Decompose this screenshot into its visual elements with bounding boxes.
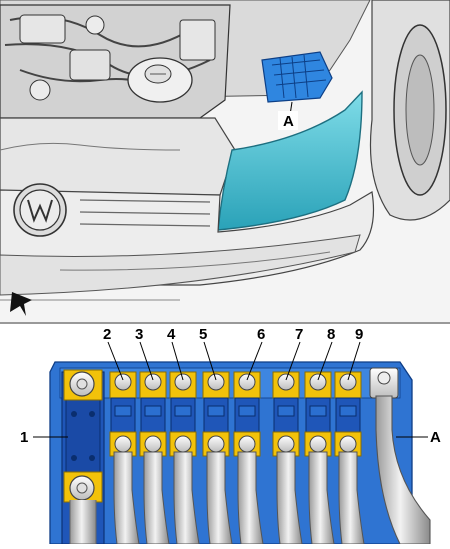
bolt-top-icon [339, 373, 357, 391]
brand-logo-icon [13, 183, 67, 237]
bolt-bottom-icon [339, 435, 357, 453]
right-cable-terminal [369, 367, 431, 545]
bolt-top-icon [207, 373, 225, 391]
bolt-top-icon [174, 373, 192, 391]
fuse-window [238, 405, 256, 417]
bolt-bottom-icon [238, 435, 256, 453]
bolt-bottom-icon [174, 435, 192, 453]
direction-arrow-icon [10, 292, 32, 316]
bolt-top-icon [144, 373, 162, 391]
bolt-bottom-icon [207, 435, 225, 453]
main-fuse-label: 1 [20, 429, 28, 446]
slot-leader-2 [107, 341, 124, 381]
fuse-window [207, 405, 225, 417]
callout-a-box [278, 111, 298, 130]
bolt-bottom-icon [309, 435, 327, 453]
fuse-slot-2 [109, 371, 140, 545]
slot-label-7: 7 [295, 326, 303, 343]
fuse-box-detail [49, 361, 431, 545]
slot-label-6: 6 [257, 326, 265, 343]
slot-leader-6 [246, 341, 263, 381]
engine-bay-fuse-box [261, 51, 333, 103]
slot-leader-3 [139, 341, 154, 381]
fuse-slot-9 [334, 371, 365, 545]
bolt-top-icon [114, 373, 132, 391]
bolt-top-icon [277, 373, 295, 391]
main-fuse-block [61, 369, 105, 545]
fuse-box-a-label: A [430, 429, 441, 446]
fuse-window [144, 405, 162, 417]
slot-leader-5 [203, 341, 217, 381]
slot-label-8: 8 [327, 326, 335, 343]
bolt-top-icon [309, 373, 327, 391]
headlight-highlight [217, 90, 363, 231]
fuse-window [114, 405, 132, 417]
slot-leader-7 [285, 341, 301, 381]
fuse-slot-3 [139, 371, 170, 545]
fuse-slot-8 [304, 371, 335, 545]
bolt-bottom-icon [277, 435, 295, 453]
bolt-bottom-icon [144, 435, 162, 453]
slot-label-2: 2 [103, 326, 111, 343]
bolt-top-icon [238, 373, 256, 391]
fuse-slot-5 [202, 371, 233, 545]
fuse-window [277, 405, 295, 417]
fuse-slot-7 [272, 371, 303, 545]
engine-compartment [0, 4, 231, 119]
slot-label-9: 9 [355, 326, 363, 343]
fuse-slot-6 [233, 371, 264, 545]
bolt-bottom-icon [114, 435, 132, 453]
fuse-window [309, 405, 327, 417]
fuse-slots [109, 371, 365, 545]
slot-leader-8 [317, 341, 333, 381]
fuse-window [174, 405, 192, 417]
slot-label-3: 3 [135, 326, 143, 343]
engine-bay-illustration: A [0, 0, 450, 322]
callout-a-label: A [283, 113, 294, 130]
slot-leader-4 [171, 341, 184, 381]
slot-label-5: 5 [199, 326, 207, 343]
slot-leader-9 [347, 341, 361, 381]
slot-label-4: 4 [167, 326, 176, 343]
fuse-window [339, 405, 357, 417]
fuse-slot-labels: 2 3 4 5 6 7 8 9 [103, 326, 363, 381]
